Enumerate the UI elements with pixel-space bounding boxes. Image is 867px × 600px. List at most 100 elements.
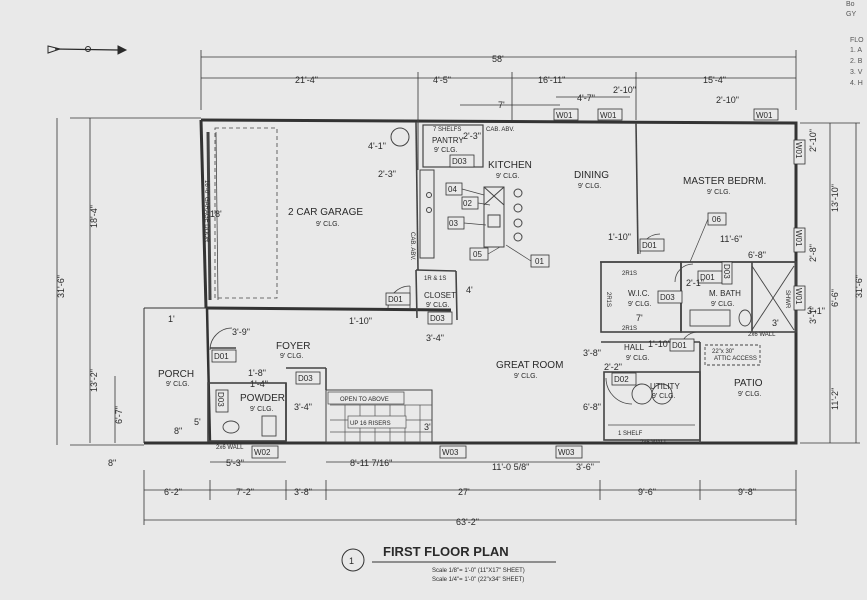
dimension: 1'-10" bbox=[648, 339, 671, 349]
stairs bbox=[330, 404, 432, 442]
dimension: 3'-4" bbox=[294, 402, 312, 412]
dimension: 3'-8" bbox=[294, 487, 312, 497]
dimension: 6'-7" bbox=[114, 406, 124, 424]
corner-notes: Bo GY FLO 1. A 2. B 3. V 4. H bbox=[846, 1, 864, 87]
room-ceiling: 9' CLG. bbox=[514, 373, 538, 380]
keynote-tag: 02 bbox=[463, 199, 472, 208]
window-tag: W01 bbox=[794, 288, 803, 305]
wall-note: 2x6 WALL bbox=[640, 440, 668, 446]
dimension: 9'-6" bbox=[638, 487, 656, 497]
dimension: 1'-10" bbox=[349, 316, 372, 326]
dimension: 2'-8" bbox=[808, 244, 818, 262]
room-ceiling: 9' CLG. bbox=[316, 221, 340, 228]
room-label: HALL bbox=[624, 343, 645, 352]
north-arrow-icon bbox=[47, 45, 128, 55]
dimension-lines bbox=[56, 50, 860, 525]
garage-door bbox=[206, 127, 278, 301]
window-tag: W01 bbox=[556, 111, 573, 120]
room-ceiling: 9' CLG. bbox=[652, 393, 676, 400]
room-ceiling: 9' CLG. bbox=[626, 355, 650, 362]
corner-note: GY bbox=[846, 11, 856, 18]
pantry-shelf-note: 7 SHELFS bbox=[433, 127, 461, 133]
dimension: 8" bbox=[174, 426, 182, 436]
room-label: PATIO bbox=[734, 378, 763, 389]
room-ceiling: 9' CLG. bbox=[738, 391, 762, 398]
door-tag: D03 bbox=[430, 314, 445, 323]
corner-note: Bo bbox=[846, 1, 855, 8]
dimension: 1'-10" bbox=[608, 232, 631, 242]
dimension: 31'-6" bbox=[854, 275, 864, 298]
drawing-number: 1 bbox=[349, 556, 354, 566]
room-label: PORCH bbox=[158, 369, 194, 380]
garage-west-wall bbox=[199, 119, 208, 309]
dimension: 11'-0 5/8" bbox=[492, 462, 529, 472]
room-label: PANTRY bbox=[432, 136, 464, 145]
dimension: 6'-8" bbox=[583, 402, 601, 412]
risers-note: UP 16 RISERS bbox=[350, 421, 391, 427]
dimension: 21'-4" bbox=[295, 75, 318, 85]
dimension: 18'-4" bbox=[89, 205, 99, 228]
dimension: 3'-4" bbox=[426, 333, 444, 343]
door-tag: D03 bbox=[452, 157, 467, 166]
room-label: KITCHEN bbox=[488, 160, 532, 171]
dimension: 2'-2" bbox=[604, 362, 622, 372]
room-ceiling: 9' CLG. bbox=[250, 406, 274, 413]
open-above-note: OPEN TO ABOVE bbox=[340, 397, 389, 403]
dimension: 2'-10" bbox=[716, 95, 739, 105]
window-tag: W02 bbox=[254, 448, 271, 457]
dimension: 4'-7" bbox=[577, 93, 595, 103]
garage-south-wall bbox=[205, 306, 452, 312]
rod-shelf-note: 2R1S bbox=[622, 271, 637, 277]
room-ceiling: 9' CLG. bbox=[496, 173, 520, 180]
dimension: 7' bbox=[498, 100, 505, 110]
scale-note: Scale 1/8"= 1'-0" (11"X17" SHEET) bbox=[432, 568, 525, 574]
wall-note: 2x6 WALL bbox=[748, 332, 776, 338]
dimension: 63'-2" bbox=[456, 517, 479, 527]
shower-note: SHWR bbox=[784, 290, 790, 309]
dimension: 1' bbox=[168, 314, 175, 324]
room-label: POWDER bbox=[240, 393, 285, 404]
dimension: 7'-2" bbox=[236, 487, 254, 497]
kitchen-garage-wall bbox=[415, 121, 419, 271]
keynote-tag: 04 bbox=[448, 185, 457, 194]
dimension: 3'-6" bbox=[576, 462, 594, 472]
corner-note: 4. H bbox=[850, 80, 863, 87]
door-tag: D01 bbox=[388, 295, 403, 304]
attic-size-note: 22"x 30" bbox=[712, 349, 734, 355]
attic-access-note: ATTIC ACCESS bbox=[714, 356, 757, 362]
dimension: 18' bbox=[210, 209, 222, 219]
corner-note: 2. B bbox=[850, 58, 863, 65]
door-tag: D01 bbox=[642, 241, 657, 250]
rod-shelf-note: 2R1S bbox=[605, 292, 611, 307]
corner-note: FLO bbox=[850, 37, 864, 44]
window-tag: W01 bbox=[794, 142, 803, 159]
window-tag: W01 bbox=[600, 111, 617, 120]
open-above-box bbox=[327, 391, 405, 405]
dimension: 1'-8" bbox=[248, 368, 266, 378]
dimension: 13'-10" bbox=[830, 184, 840, 212]
dimension: 15'-4" bbox=[703, 75, 726, 85]
scale-note: Scale 1/4"= 1'-0" (22"x34" SHEET) bbox=[432, 577, 524, 583]
door-tag: D03 bbox=[216, 392, 225, 407]
dimension: 6'-8" bbox=[748, 250, 766, 260]
room-ceiling: 9' CLG. bbox=[628, 301, 652, 308]
room-label: UTILITY bbox=[650, 382, 680, 391]
master-west-wall bbox=[635, 122, 639, 255]
dimension-texts: 58' 21'-4" 4'-5" 16'-11" 15'-4" 7' 4'-7"… bbox=[56, 54, 864, 527]
door-tag: D03 bbox=[298, 374, 313, 383]
dimension: 27' bbox=[458, 487, 470, 497]
corner-note: 3. V bbox=[850, 69, 863, 76]
dimension: 4'-5" bbox=[433, 75, 451, 85]
corner-note: 1. A bbox=[850, 47, 862, 54]
dimension: 5' bbox=[194, 417, 201, 427]
door-tag: D03 bbox=[722, 264, 731, 279]
title-block: 1 FIRST FLOOR PLAN Scale 1/8"= 1'-0" (11… bbox=[341, 544, 556, 583]
room-ceiling: 9' CLG. bbox=[711, 301, 735, 308]
window-tag: W03 bbox=[442, 448, 459, 457]
window-tag: W01 bbox=[794, 230, 803, 247]
leader-lines bbox=[461, 188, 709, 263]
door-tag: D01 bbox=[700, 273, 715, 282]
